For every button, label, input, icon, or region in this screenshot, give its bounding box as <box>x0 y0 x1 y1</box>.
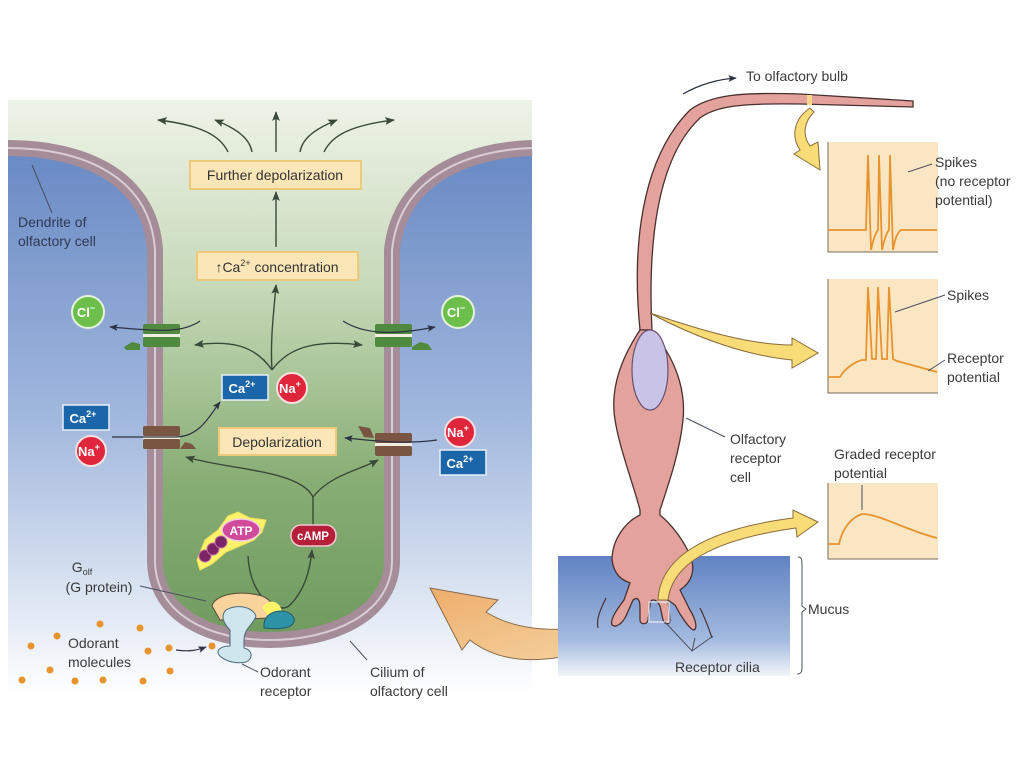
atp-to-camp-arrow <box>247 549 316 609</box>
ca-ion-left: Ca2+ <box>62 404 110 431</box>
ion-influx-arrows <box>194 284 363 371</box>
svg-text:Cl−: Cl− <box>447 303 465 320</box>
graded-potential-trace <box>828 513 938 545</box>
cng-channel-right <box>358 426 412 456</box>
ca-concentration-box <box>196 251 359 281</box>
arrow-to-graded-potential-graph <box>657 509 819 601</box>
cl-channel-left <box>124 324 180 350</box>
na-ion-center: Na+ <box>276 372 308 404</box>
mucus-label: Mucus <box>808 601 849 617</box>
to-olfactory-bulb-label: To olfactory bulb <box>746 68 848 84</box>
spikes-trace <box>828 154 937 251</box>
graded-potential-graph <box>827 483 938 560</box>
cl-efflux-arrow-left <box>109 320 201 331</box>
ca-ion-right: Ca2+ <box>439 449 487 476</box>
na-ion-left: Na+ <box>75 435 107 467</box>
to-bulb-arrow <box>682 75 737 95</box>
atp-molecule: ATP <box>196 511 267 571</box>
further-depolarization-box <box>189 160 362 190</box>
depolarization-label: Depolarization <box>232 434 322 450</box>
ca-ion-center: Ca2+ <box>221 374 269 401</box>
odorant-binding-arrow <box>175 646 207 653</box>
cilium-interior <box>8 100 532 640</box>
depolarization-box <box>218 427 337 456</box>
svg-text:Ca2+: Ca2+ <box>447 454 474 471</box>
svg-text:Na+: Na+ <box>447 423 469 440</box>
odorant-molecule-dots <box>18 620 216 685</box>
cation-influx-arrow-right <box>344 435 438 443</box>
svg-text:Ca2+: Ca2+ <box>229 379 256 396</box>
receptor-cilia <box>596 597 713 639</box>
magnified-region-marker <box>648 601 670 623</box>
g-protein-label: (G protein) <box>66 579 133 595</box>
receptor-potential-spikes-graph <box>827 279 938 394</box>
cation-influx-arrow-left <box>112 401 221 438</box>
atp-label: ATP <box>229 524 252 538</box>
receptor-potential-trace <box>828 286 938 378</box>
svg-text:Ca2+: Ca2+ <box>70 409 97 426</box>
further-depolarization-arrows <box>157 111 395 153</box>
left-panel: Further depolarization ↑Ca2+ concentrati… <box>7 95 533 699</box>
arrow-to-spikes-graph <box>793 107 821 171</box>
ca-concentration-label: ↑Ca2+ concentration <box>215 258 338 275</box>
right-leader-lines <box>664 163 946 652</box>
axon <box>636 92 914 331</box>
svg-text:Cl−: Cl− <box>77 303 95 320</box>
receptor-cell-body <box>610 329 697 631</box>
cell-membrane-inner-line <box>7 147 533 642</box>
cl-ion-right: Cl− <box>441 295 475 329</box>
label-leader-lines <box>31 164 368 673</box>
cl-efflux-arrow-right <box>342 320 436 333</box>
svg-text:Na+: Na+ <box>279 379 301 396</box>
svg-text:Na+: Na+ <box>78 442 100 459</box>
camp-to-channel-arrows <box>185 455 379 525</box>
camp-label: cAMP <box>297 531 329 543</box>
nucleus <box>631 329 669 411</box>
odorant-receptor-protein <box>217 606 257 664</box>
receptor-cilia-label: Receptor cilia <box>675 659 760 675</box>
further-depolarization-label: Further depolarization <box>207 167 343 183</box>
arrow-to-receptor-potential-graph <box>649 312 820 369</box>
na-ion-right: Na+ <box>444 416 476 448</box>
axon-spike-site <box>807 95 812 105</box>
mucus-bracket <box>796 556 807 675</box>
spikes-graph <box>827 142 938 253</box>
cl-ion-left: Cl− <box>71 295 105 329</box>
golf-label: Golf <box>72 559 93 577</box>
camp-molecule: cAMP <box>290 524 337 547</box>
spikes-label: Spikes <box>947 287 989 303</box>
